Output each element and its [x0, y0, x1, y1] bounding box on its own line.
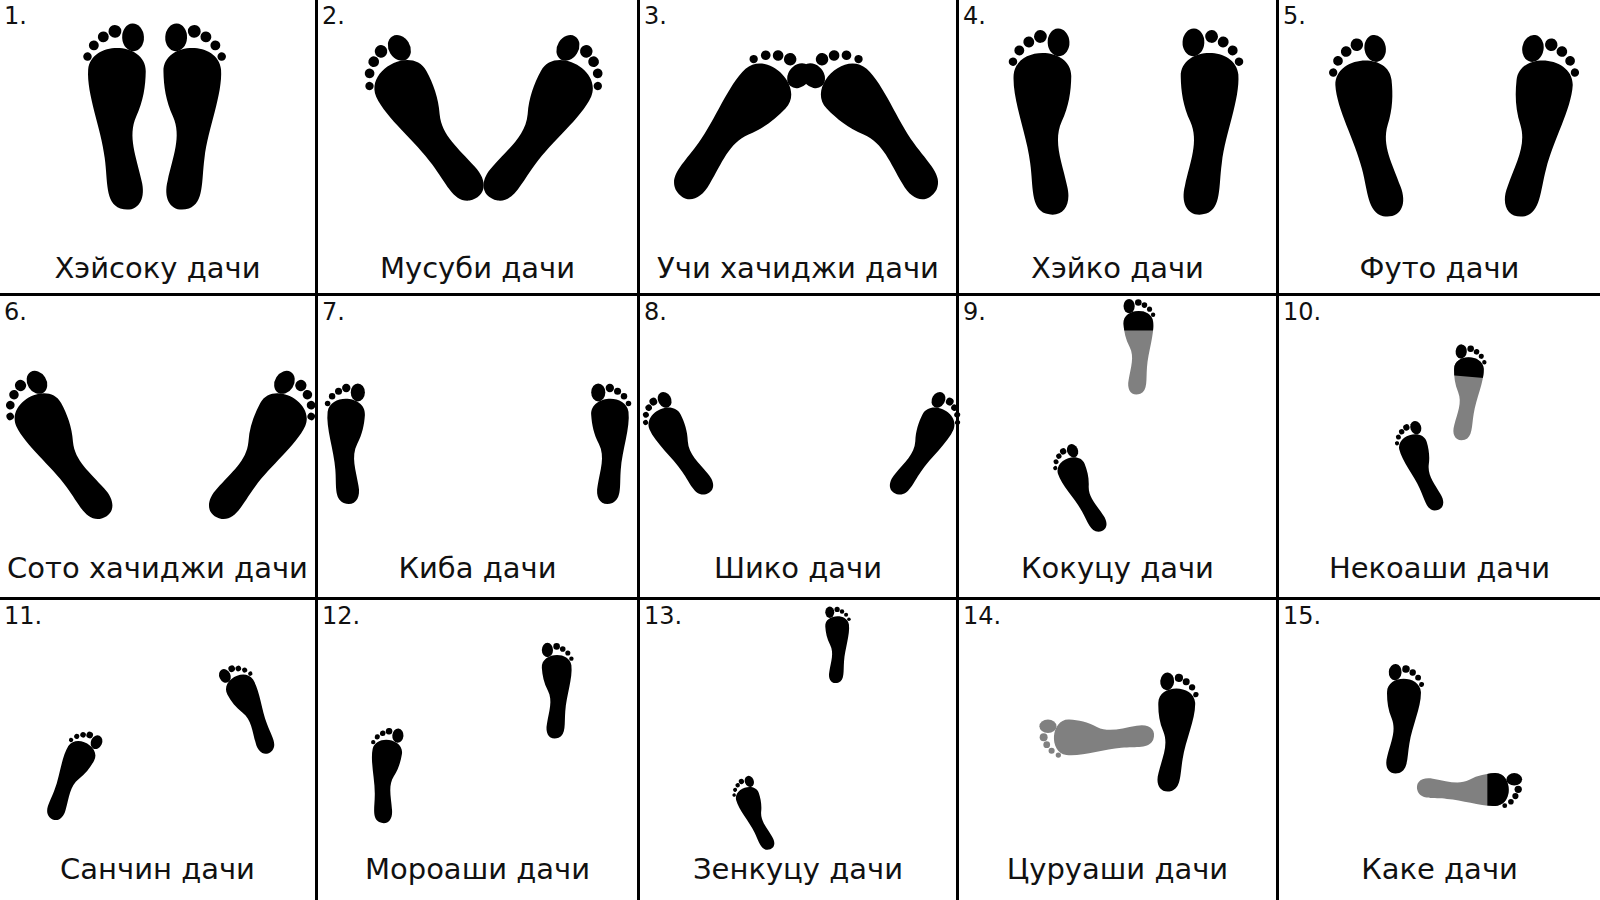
- footprint: [1007, 28, 1078, 217]
- footprint: [653, 33, 816, 211]
- footprint: [1324, 33, 1415, 222]
- stance-cell: 13. Зенкуцу дачи: [640, 600, 959, 900]
- stance-number: 14.: [963, 602, 1001, 630]
- footprint: [1047, 442, 1114, 538]
- stance-cell: 3. Учи хачиджи дачи: [640, 0, 959, 296]
- stance-number: 2.: [322, 2, 345, 30]
- stance-cell: 10. Некоаши дачи: [1279, 296, 1600, 600]
- stance-name: Зенкуцу дачи: [640, 852, 956, 886]
- footprint: [1151, 672, 1201, 794]
- stance-name: Хэйсоку дачи: [0, 251, 315, 285]
- stance-cell: 12. Мороаши дачи: [318, 600, 640, 900]
- footprint: [35, 725, 104, 825]
- stance-number: 4.: [963, 2, 986, 30]
- footprint: [1380, 663, 1426, 775]
- stance-name: Шико дачи: [640, 551, 956, 585]
- stance-cell: 1. Хэйсоку дачи: [0, 0, 318, 296]
- stance-cell: 5. Футо дачи: [1279, 0, 1600, 296]
- stance-name: Хэйко дачи: [959, 251, 1276, 285]
- footprint: [825, 607, 850, 683]
- stance-number: 8.: [644, 298, 667, 326]
- stance-name: Каке дачи: [1279, 852, 1600, 886]
- footprint: [82, 23, 153, 212]
- footprint: [325, 383, 365, 504]
- stance-number: 9.: [963, 298, 986, 326]
- stance-name: Футо дачи: [1279, 251, 1600, 285]
- stance-name: Цуруаши дачи: [959, 852, 1276, 886]
- stance-number: 7.: [322, 298, 345, 326]
- footprint: [217, 658, 286, 758]
- footprint: [156, 23, 227, 212]
- stance-name: Киба дачи: [318, 551, 637, 585]
- footprint: [1039, 720, 1154, 758]
- stance-number: 10.: [1283, 298, 1321, 326]
- stance-cell: 11. Санчин дачи: [0, 600, 318, 900]
- stance-number: 6.: [4, 298, 27, 326]
- stance-number: 3.: [644, 2, 667, 30]
- stance-cell: 7. Киба дачи: [318, 296, 640, 600]
- stance-cell: 14. Цуруаши дачи: [959, 600, 1279, 900]
- stance-cell: 8. Шико дачи: [640, 296, 959, 600]
- stance-cell: 2. Мусуби дачи: [318, 0, 640, 296]
- stance-number: 1.: [4, 2, 27, 30]
- stance-cell: 4. Хэйко дачи: [959, 0, 1279, 296]
- stance-name: Мороаши дачи: [318, 852, 637, 886]
- stance-name: Мусуби дачи: [318, 251, 637, 285]
- footprint: [728, 774, 780, 854]
- stance-name: Некоаши дачи: [1279, 551, 1600, 585]
- footprint: [197, 367, 329, 533]
- footprint: [881, 389, 968, 504]
- stance-name: Учи хачиджи дачи: [640, 251, 956, 285]
- footprint: [1417, 773, 1522, 808]
- footprint: [364, 726, 404, 824]
- stance-number: 12.: [322, 602, 360, 630]
- footprint: [1174, 28, 1245, 217]
- stance-number: 15.: [1283, 602, 1321, 630]
- footprint: [634, 389, 721, 504]
- footprint: [1390, 419, 1450, 516]
- stance-name: Кокуцу дачи: [959, 551, 1276, 585]
- stance-number: 5.: [1283, 2, 1306, 30]
- footprint: [1448, 344, 1488, 442]
- stance-cell: 9. Кокуцу дачи: [959, 296, 1279, 600]
- footprint: [0, 367, 125, 533]
- footprint: [350, 31, 498, 217]
- footprint: [470, 31, 618, 217]
- stance-name: Сото хачиджи дачи: [0, 551, 315, 585]
- footprint: [591, 383, 631, 504]
- stance-cell: 15. Каке дачи: [1279, 600, 1600, 900]
- stance-number: 13.: [644, 602, 682, 630]
- footprint: [542, 643, 574, 739]
- footprint: [796, 33, 959, 211]
- stance-number: 11.: [4, 602, 42, 630]
- footprint: [1493, 33, 1584, 222]
- footprint: [1123, 299, 1155, 395]
- stance-cell: 6. Сото хачиджи дачи: [0, 296, 318, 600]
- stance-name: Санчин дачи: [0, 852, 315, 886]
